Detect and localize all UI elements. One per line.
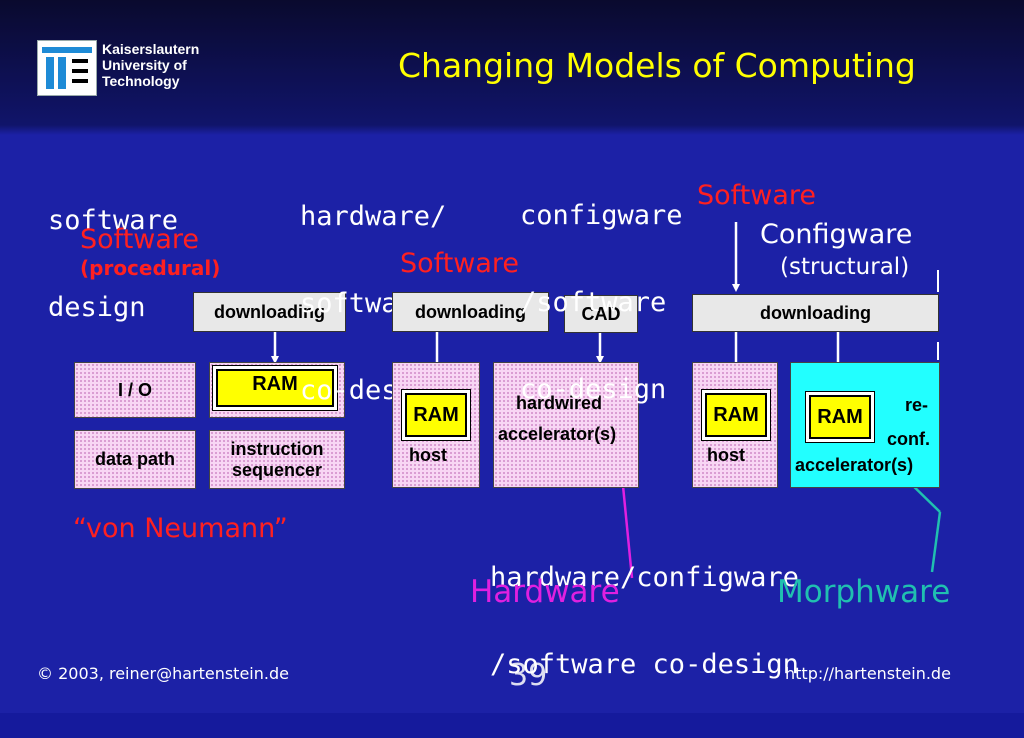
reconf-accelerator-box: RAM re- conf. accelerator(s) bbox=[790, 362, 940, 488]
ram-container-1: RAM bbox=[209, 362, 345, 418]
heading-line: design bbox=[48, 292, 146, 323]
label-software-2: Software bbox=[400, 248, 520, 279]
label-von-neumann: “von Neumann” bbox=[73, 513, 288, 544]
ram-box-2: RAM bbox=[405, 393, 467, 437]
reconf-label-2: conf. bbox=[887, 429, 930, 449]
heading-line: software bbox=[48, 205, 179, 236]
instruction-sequencer-box: instruction sequencer bbox=[209, 430, 345, 489]
university-logo bbox=[37, 40, 97, 96]
host-box-2: RAM host bbox=[692, 362, 778, 488]
host-box-1: RAM host bbox=[392, 362, 480, 488]
slide-title: Changing Models of Computing bbox=[398, 46, 916, 85]
accelerator-label-1: accelerator(s) bbox=[498, 424, 617, 444]
university-line-3: Technology bbox=[102, 73, 180, 89]
heading-line: /software bbox=[520, 287, 667, 318]
heading-line: hardware/ bbox=[300, 201, 447, 232]
label-structural: (structural) bbox=[780, 254, 910, 280]
downloading-box-1: downloading bbox=[193, 292, 346, 332]
heading-hw-cfg-sw-codesign: hardware/configware /software co-design bbox=[490, 505, 799, 737]
page-number: 39 bbox=[509, 658, 548, 693]
host-label-2: host bbox=[707, 445, 745, 465]
label-software-procedural: Software bbox=[80, 224, 200, 255]
label-morphware: Morphware bbox=[777, 574, 951, 610]
label-hardware: Hardware bbox=[470, 574, 620, 610]
university-line-2: University of bbox=[102, 57, 187, 73]
heading-line: co-design bbox=[520, 374, 667, 405]
ram-box-3: RAM bbox=[705, 393, 767, 437]
reconf-label-1: re- bbox=[905, 395, 929, 415]
label-software-3: Software bbox=[697, 180, 817, 211]
logo-mark-icon bbox=[42, 47, 92, 89]
slide: Kaiserslautern University of Technology … bbox=[0, 0, 1024, 713]
heading-software-design: software design bbox=[48, 148, 178, 380]
label-configware: Configware bbox=[760, 219, 913, 250]
heading-cfg-sw-codesign: configware /software co-design bbox=[520, 143, 683, 462]
label-procedural: (procedural) bbox=[80, 256, 221, 280]
copyright-symbol: © bbox=[37, 664, 53, 683]
io-box: I / O bbox=[74, 362, 196, 418]
ram-box-1: RAM bbox=[216, 369, 334, 407]
data-path-box: data path bbox=[74, 430, 196, 489]
io-label: I / O bbox=[117, 379, 152, 400]
accelerator-label-2: accelerator(s) bbox=[795, 455, 914, 475]
downloading-box-3: downloading bbox=[692, 294, 939, 332]
instruction-label: instruction bbox=[230, 438, 324, 459]
host-label-1: host bbox=[409, 445, 447, 465]
heading-line: configware bbox=[520, 200, 683, 231]
heading-line: /software co-design bbox=[490, 649, 799, 680]
university-name: Kaiserslautern University of Technology bbox=[102, 41, 199, 89]
downloading-box-2: downloading bbox=[392, 292, 549, 332]
copyright: © 2003, reiner@hartenstein.de bbox=[37, 664, 289, 683]
hardwired-label: hardwired bbox=[516, 393, 603, 413]
heading-line: hardware/configware bbox=[490, 562, 799, 593]
footer-url[interactable]: http://hartenstein.de bbox=[785, 664, 951, 683]
data-path-label: data path bbox=[94, 449, 175, 469]
university-line-1: Kaiserslautern bbox=[102, 41, 200, 57]
line-morphware-pointer-b bbox=[930, 511, 942, 573]
hardwired-accelerator-box: hardwired accelerator(s) bbox=[493, 362, 639, 488]
ram-box-4: RAM bbox=[809, 395, 871, 439]
sequencer-label: sequencer bbox=[231, 459, 323, 480]
copyright-text: 2003, reiner@hartenstein.de bbox=[58, 664, 289, 683]
cad-box: CAD bbox=[564, 295, 638, 333]
